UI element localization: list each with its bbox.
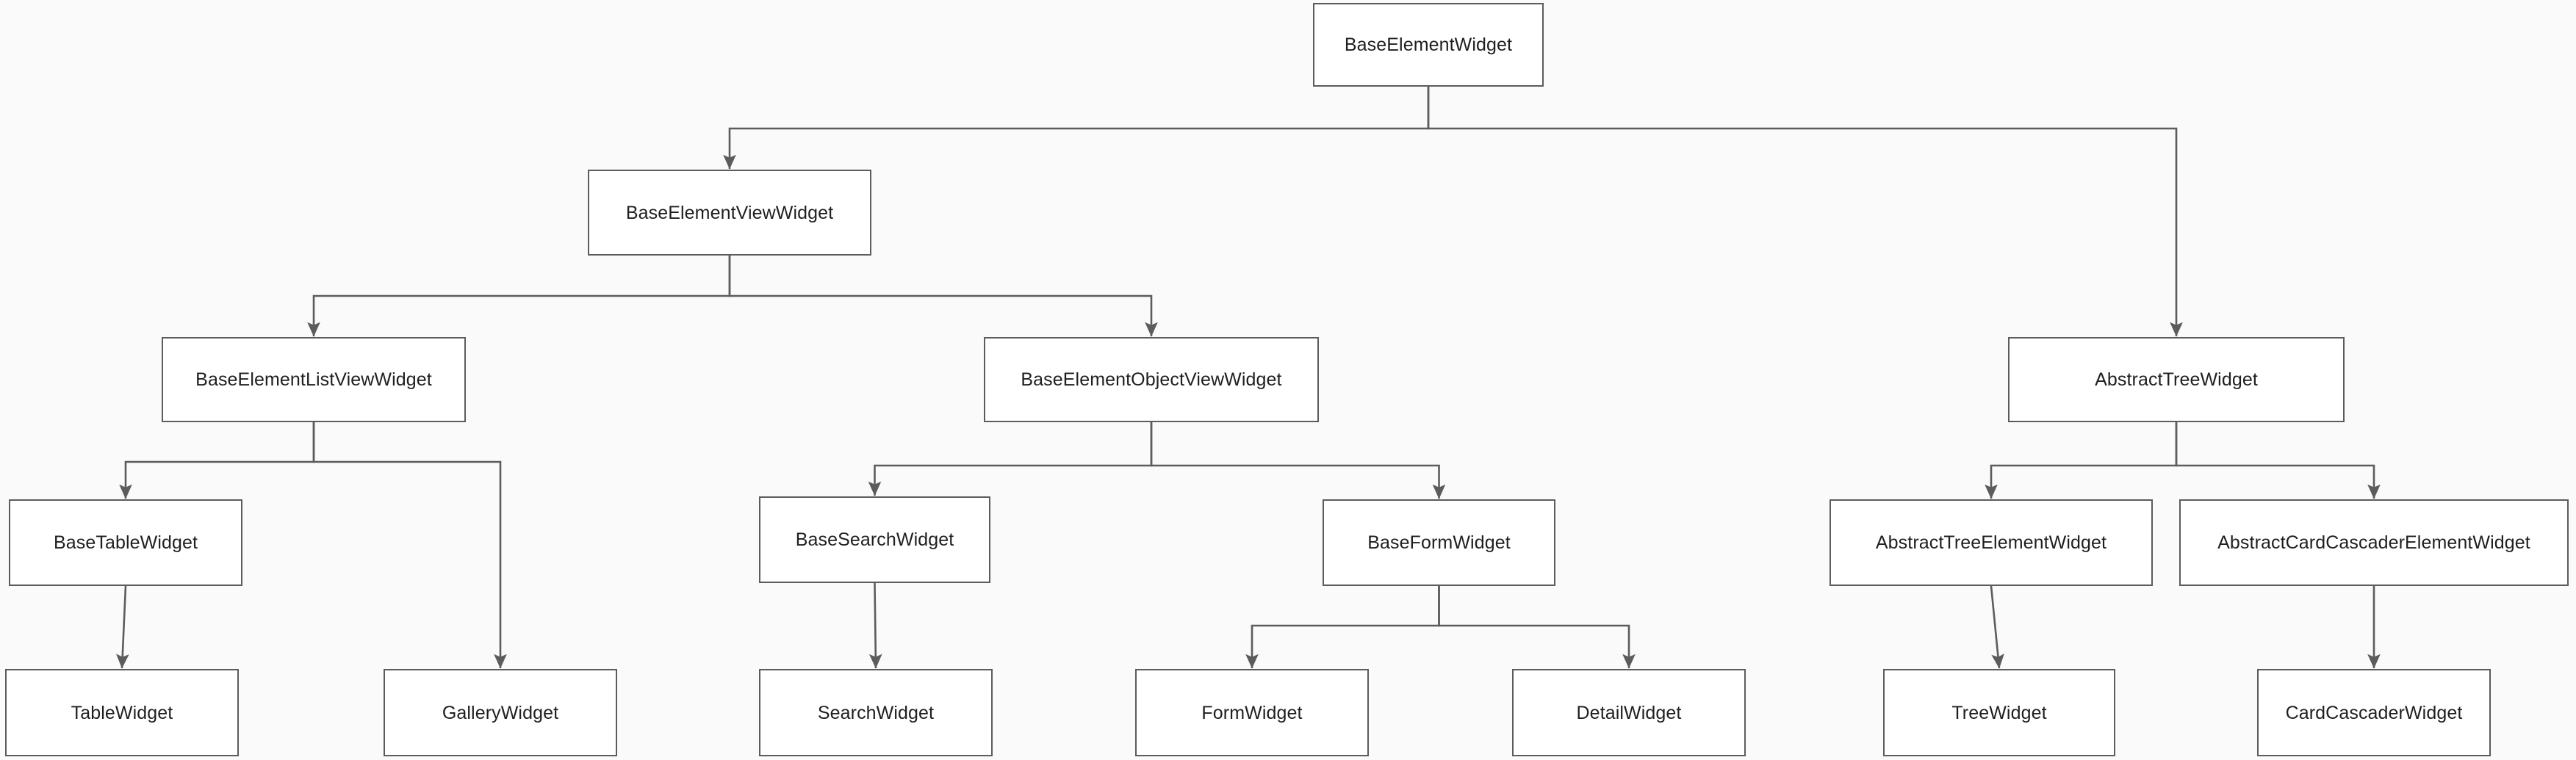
node-BaseFormWidget[interactable]: BaseFormWidget: [1323, 499, 1555, 586]
edge-paths: [116, 87, 2381, 669]
node-label: BaseElementViewWidget: [625, 202, 834, 223]
node-label: DetailWidget: [1576, 702, 1682, 723]
node-CardCascaderWidget[interactable]: CardCascaderWidget: [2257, 669, 2491, 756]
node-label: AbstractTreeWidget: [2095, 369, 2258, 390]
edge-BaseSearchWidget-to-SearchWidget: [868, 582, 882, 669]
node-label: BaseSearchWidget: [795, 529, 954, 550]
node-TreeWidget[interactable]: TreeWidget: [1883, 669, 2115, 756]
node-label: TreeWidget: [1951, 702, 2047, 723]
edge-BaseElementObjectViewWidget-to-BaseFormWidget: [1150, 422, 1446, 499]
node-label: BaseElementListViewWidget: [195, 369, 432, 390]
edge-AbstractTreeWidget-to-AbstractCardCascaderElementWidget: [2175, 422, 2381, 499]
node-label: CardCascaderWidget: [2285, 702, 2463, 723]
node-label: SearchWidget: [817, 702, 935, 723]
node-label: BaseElementWidget: [1344, 35, 1513, 55]
edge-BaseElementWidget-to-AbstractTreeWidget: [1427, 87, 2183, 337]
edge-BaseElementViewWidget-to-BaseElementObjectViewWidget: [728, 256, 1158, 337]
node-label: GalleryWidget: [442, 702, 559, 723]
node-label: AbstractTreeElementWidget: [1875, 532, 2107, 553]
node-label: TableWidget: [71, 702, 173, 723]
node-BaseElementListViewWidget[interactable]: BaseElementListViewWidget: [162, 337, 466, 422]
node-BaseTableWidget[interactable]: BaseTableWidget: [9, 499, 242, 586]
node-FormWidget[interactable]: FormWidget: [1135, 669, 1369, 756]
node-SearchWidget[interactable]: SearchWidget: [759, 669, 993, 756]
node-label: AbstractCardCascaderElementWidget: [2217, 532, 2530, 553]
edge-BaseFormWidget-to-DetailWidget: [1438, 586, 1636, 669]
node-TableWidget[interactable]: TableWidget: [5, 669, 239, 756]
node-BaseElementWidget[interactable]: BaseElementWidget: [1313, 3, 1544, 87]
edge-BaseElementListViewWidget-to-GalleryWidget: [312, 422, 507, 669]
node-AbstractTreeElementWidget[interactable]: AbstractTreeElementWidget: [1830, 499, 2153, 586]
node-label: BaseFormWidget: [1367, 532, 1511, 553]
node-label: BaseElementObjectViewWidget: [1021, 369, 1282, 390]
node-AbstractCardCascaderElementWidget[interactable]: AbstractCardCascaderElementWidget: [2179, 499, 2569, 586]
node-label: BaseTableWidget: [53, 532, 198, 553]
node-DetailWidget[interactable]: DetailWidget: [1512, 669, 1746, 756]
node-BaseSearchWidget[interactable]: BaseSearchWidget: [759, 496, 990, 583]
node-AbstractTreeWidget[interactable]: AbstractTreeWidget: [2008, 337, 2345, 422]
node-label: FormWidget: [1201, 702, 1303, 723]
node-GalleryWidget[interactable]: GalleryWidget: [384, 669, 617, 756]
edge-AbstractTreeElementWidget-to-TreeWidget: [1990, 585, 2004, 669]
node-BaseElementViewWidget[interactable]: BaseElementViewWidget: [588, 170, 871, 256]
node-BaseElementObjectViewWidget[interactable]: BaseElementObjectViewWidget: [984, 337, 1319, 422]
edge-BaseTableWidget-to-TableWidget: [116, 585, 129, 669]
